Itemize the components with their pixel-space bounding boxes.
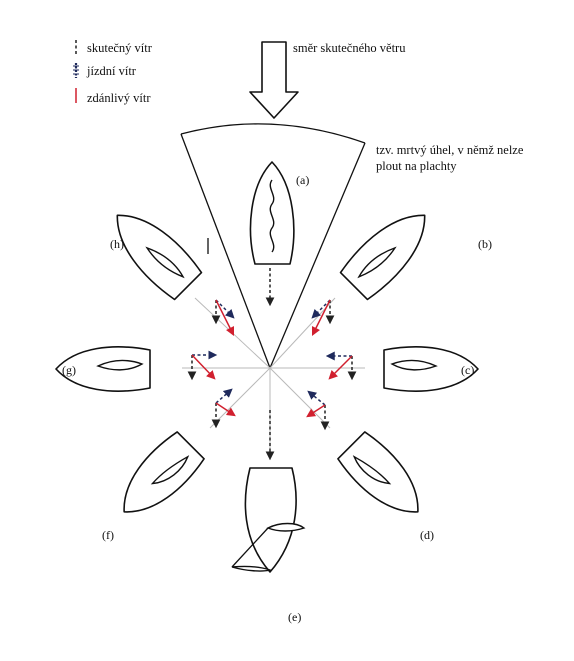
boat-h xyxy=(116,214,203,301)
label-b: (b) xyxy=(478,237,492,251)
legend-true-wind-label: skutečný vítr xyxy=(87,41,153,55)
legend-motion-wind-symbol xyxy=(73,63,79,78)
wind-vectors-f xyxy=(211,388,236,429)
boat-b xyxy=(339,214,426,301)
wind-direction-arrow xyxy=(249,41,299,119)
label-e: (e) xyxy=(288,610,301,624)
boat-d xyxy=(337,431,419,513)
legend: skutečný vítr jízdní vítr zdánlivý vítr xyxy=(73,40,153,105)
boat-a xyxy=(249,161,295,265)
label-c: (c) xyxy=(461,363,474,377)
wind-vectors-h xyxy=(211,299,235,337)
wind-vectors-c xyxy=(325,351,357,381)
dead-angle-sector xyxy=(180,123,366,369)
wind-vectors-d xyxy=(306,390,330,431)
legend-apparent-wind-label: zdánlivý vítr xyxy=(87,91,151,105)
boat-f xyxy=(123,431,205,513)
boat-c xyxy=(383,346,479,392)
label-a: (a) xyxy=(296,173,309,187)
label-f: (f) xyxy=(102,528,114,542)
label-g: (g) xyxy=(62,363,76,377)
boat-e xyxy=(231,467,306,573)
wind-vectors-g xyxy=(187,350,218,381)
wind-direction-label: směr skutečného větru xyxy=(293,41,406,55)
boat-g xyxy=(55,346,151,392)
wind-vectors-b xyxy=(311,299,335,337)
label-h: (h) xyxy=(110,237,124,251)
label-d: (d) xyxy=(420,528,434,542)
dead-angle-note-line1: tzv. mrtvý úhel, v němž nelze xyxy=(376,143,524,157)
dead-angle-note-line2: plout na plachty xyxy=(376,159,457,173)
course-spokes xyxy=(182,297,365,460)
legend-motion-wind-label: jízdní vítr xyxy=(86,64,137,78)
